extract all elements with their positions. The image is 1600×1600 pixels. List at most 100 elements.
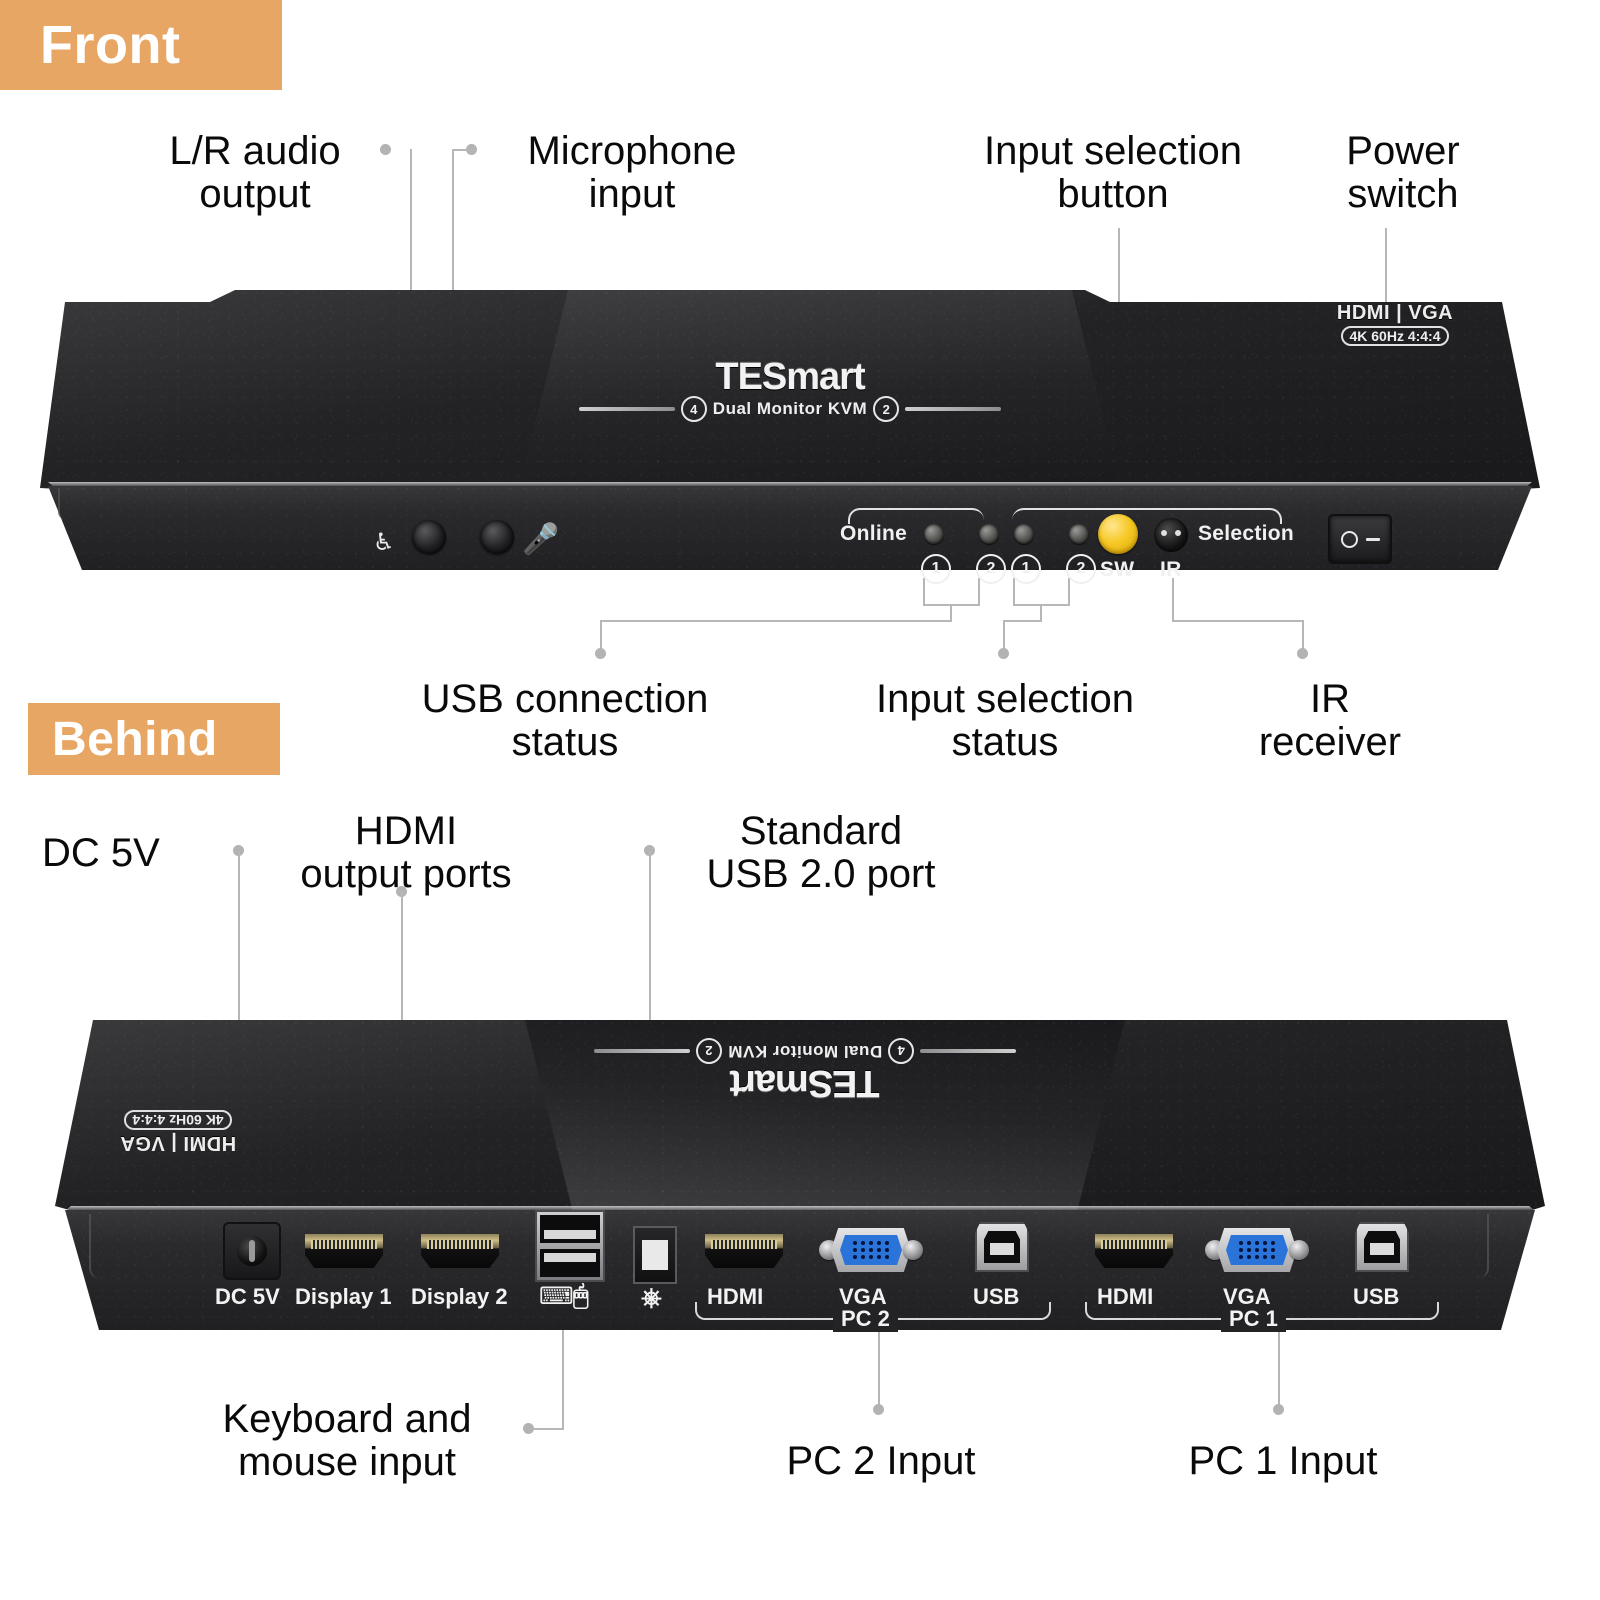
leader-line [452, 149, 474, 151]
keyboard-mouse-usb-stack[interactable] [535, 1210, 605, 1282]
leader-line [1003, 620, 1042, 622]
leader-line [978, 578, 980, 604]
audio-output-jack[interactable] [412, 520, 446, 554]
keyboard-icon: ⌨ [539, 1283, 574, 1310]
brand-logo: TESmart 4 Dual Monitor KVM 2 [570, 358, 1010, 422]
leader-dot [644, 845, 655, 856]
ir-label: IR [1160, 558, 1182, 581]
input-port-number-2: 2 [1066, 554, 1096, 584]
leader-dot [998, 648, 1009, 659]
pc1-vga-port[interactable] [1205, 1226, 1309, 1274]
leader-line [562, 1300, 564, 1428]
callout-audio-output: L/R audio output [169, 129, 341, 216]
callout-microphone-input: Microphone input [527, 129, 737, 216]
power-on-symbol [1365, 537, 1380, 541]
chassis-edge-highlight [48, 482, 1532, 487]
spec-line-1-rear: HDMI | VGA [119, 1132, 237, 1154]
mouse-icon: 🖱 [573, 1280, 589, 1310]
pc2-vga-label: VGA [839, 1284, 887, 1309]
leader-line [1172, 620, 1304, 622]
callout-input-selection-button: Input selection button [984, 129, 1242, 216]
section-badge-front: Front [0, 0, 282, 90]
kvm-rear-view: TESmart 4 Dual Monitor KVM 2 HDMI | VGA … [55, 1010, 1545, 1332]
dc-power-port[interactable] [223, 1222, 281, 1280]
leader-dot [523, 1423, 534, 1434]
microphone-input-jack[interactable] [480, 520, 514, 554]
spec-tag: HDMI | VGA 4K 60Hz 4:4:4 [1295, 302, 1495, 346]
port-count-right-rear: 2 [695, 1038, 722, 1064]
selection-label: Selection [1198, 522, 1295, 545]
leader-dot [233, 845, 244, 856]
model-line: Dual Monitor KVM [712, 399, 868, 418]
usb-icon: ⎈ [641, 1282, 662, 1312]
pc1-hdmi-label: HDMI [1097, 1284, 1154, 1309]
callout-pc2-input: PC 2 Input [786, 1439, 976, 1483]
power-switch[interactable] [1328, 514, 1392, 564]
display2-label: Display 2 [411, 1284, 508, 1309]
leader-dot [396, 886, 407, 897]
pc2-vga-port[interactable] [819, 1226, 923, 1274]
online-group-bracket [848, 508, 984, 524]
leader-line [1278, 1318, 1280, 1408]
port-count-left-rear: 4 [888, 1038, 915, 1064]
spec-line-2-rear: 4K 60Hz 4:4:4 [124, 1110, 232, 1130]
usb-status-led-2 [979, 524, 999, 544]
pc2-hdmi-port[interactable] [705, 1234, 783, 1268]
leader-line [1003, 620, 1005, 652]
input-port-number-1: 1 [1011, 554, 1041, 584]
input-selection-button[interactable] [1098, 514, 1138, 554]
port-count-right: 2 [873, 396, 900, 422]
chassis-notch-right [1461, 1214, 1489, 1278]
display1-label: Display 1 [295, 1284, 392, 1309]
device-front-face [48, 486, 1532, 570]
callout-keyboard-mouse-input: Keyboard and mouse input [222, 1397, 472, 1484]
input-status-led-1 [1014, 524, 1034, 544]
leader-line [1013, 578, 1015, 604]
vga-screw-right [903, 1240, 923, 1260]
leader-line [950, 604, 952, 620]
hdmi-output-port-1[interactable] [305, 1234, 383, 1268]
leader-line [600, 620, 602, 652]
brand-logo-rear: TESmart 4 Dual Monitor KVM 2 [585, 1038, 1025, 1104]
callout-power-switch: Power switch [1346, 129, 1460, 216]
dc-jack-hole [237, 1236, 267, 1266]
sw-label: SW [1100, 558, 1135, 581]
headphone-icon: ♿ [373, 529, 395, 556]
leader-dot [1273, 1404, 1284, 1415]
leader-line [1172, 578, 1174, 620]
chassis-notch-left [89, 1214, 117, 1278]
pc2-hdmi-label: HDMI [707, 1284, 764, 1309]
surface-texture [48, 486, 1532, 570]
dc-port-label: DC 5V [215, 1284, 280, 1309]
pc1-usb-label: USB [1353, 1284, 1400, 1309]
input-status-led-2 [1069, 524, 1089, 544]
leader-line [1040, 604, 1042, 620]
ir-receiver-window [1154, 518, 1188, 552]
vga-screw-right [1289, 1240, 1309, 1260]
section-badge-behind: Behind [28, 703, 280, 775]
leader-line [600, 620, 952, 622]
pc1-usb-b-port[interactable] [1355, 1222, 1409, 1272]
leader-dot [595, 648, 606, 659]
callout-standard-usb: Standard USB 2.0 port [706, 809, 936, 896]
callout-ir-receiver: IR receiver [1258, 677, 1402, 764]
callout-pc1-input: PC 1 Input [1188, 1439, 1378, 1483]
spec-line-2: 4K 60Hz 4:4:4 [1341, 326, 1449, 346]
leader-line [878, 1318, 880, 1408]
brand-name: TESmart [715, 356, 865, 398]
hdmi-output-port-2[interactable] [421, 1234, 499, 1268]
callout-hdmi-output-ports: HDMI output ports [300, 809, 512, 896]
leader-dot [380, 144, 391, 155]
callout-usb-connection-status: USB connection status [421, 677, 709, 764]
pc2-group-label: PC 2 [833, 1306, 898, 1332]
leader-line [1302, 620, 1304, 652]
kvm-front-view: TESmart 4 Dual Monitor KVM 2 HDMI | VGA … [40, 270, 1540, 584]
pc1-hdmi-port[interactable] [1095, 1234, 1173, 1268]
pc2-usb-b-port[interactable] [975, 1222, 1029, 1272]
leader-line [530, 1428, 564, 1430]
standard-usb-port[interactable] [633, 1226, 677, 1284]
leader-dot [873, 1404, 884, 1415]
usb-port-number-1: 1 [921, 554, 951, 584]
leader-line [923, 578, 925, 604]
